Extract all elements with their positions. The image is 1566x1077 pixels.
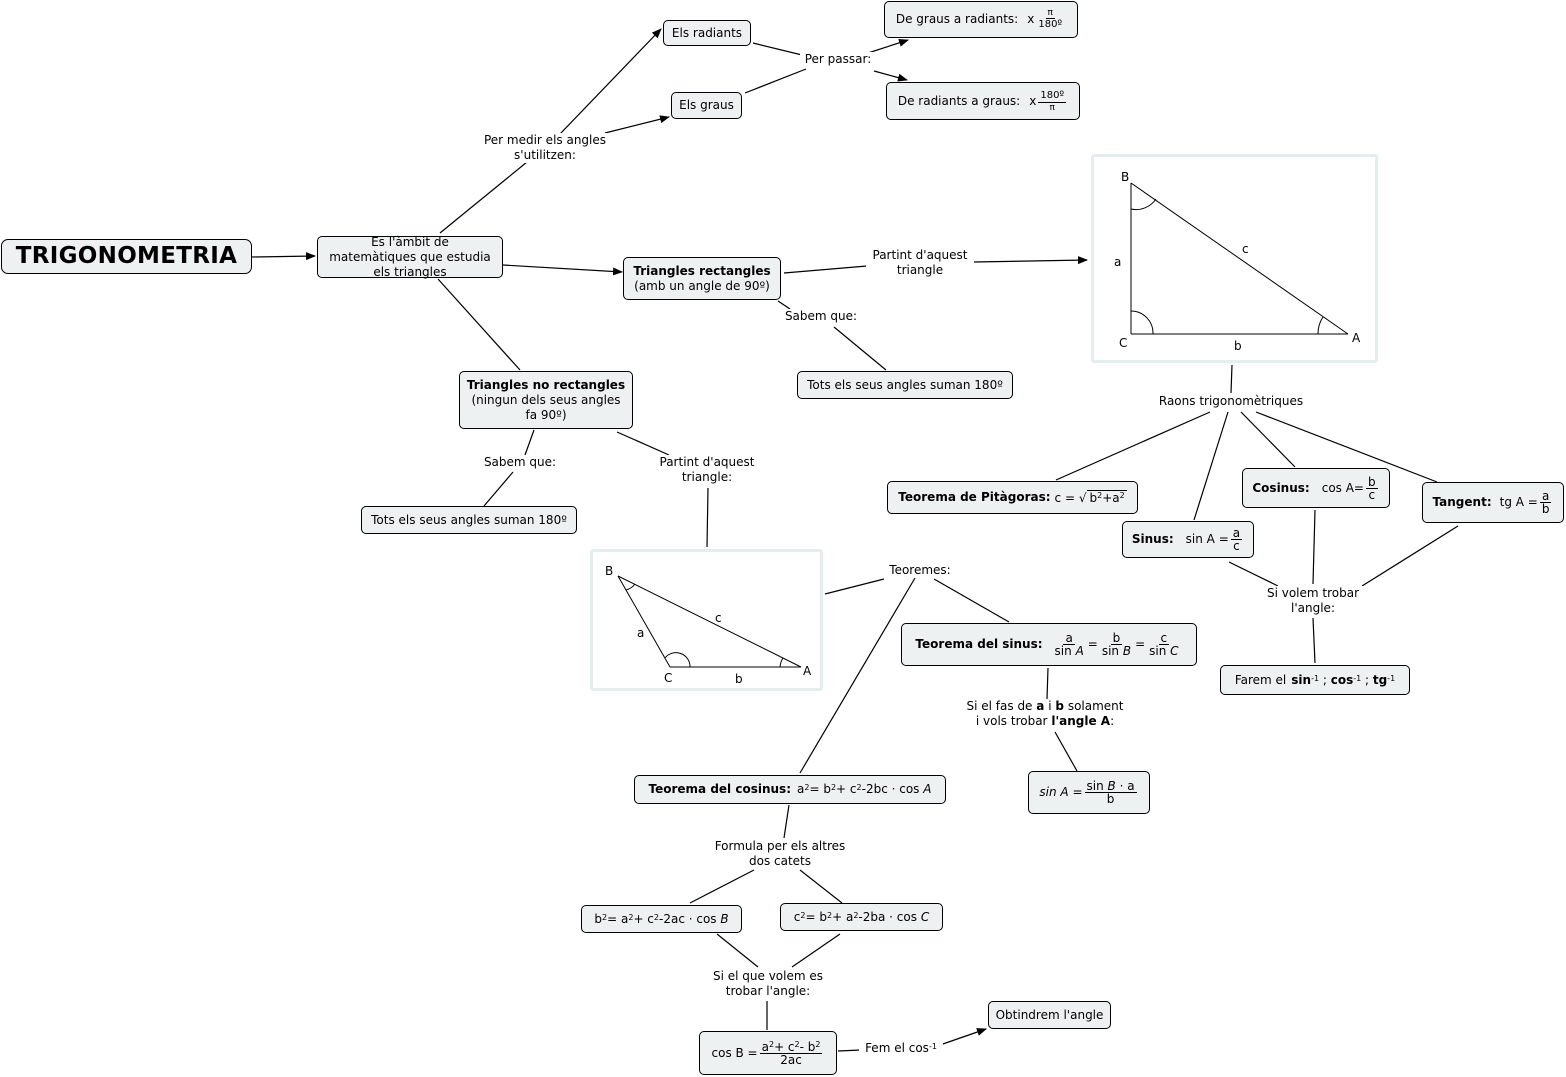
formula-c2: c2= b2+ a2-2ba · cos C bbox=[793, 909, 930, 924]
farem-node[interactable]: Farem el sin-1 ; cos-1 ; tg-1 bbox=[1220, 665, 1410, 695]
cosinus-title: Cosinus: bbox=[1252, 480, 1310, 495]
triangles-no-rectangles-node[interactable]: Triangles no rectangles (ningun dels seu… bbox=[459, 371, 633, 429]
sabem-rect-label: Sabem que: bbox=[781, 309, 861, 324]
graus-text: Els graus bbox=[679, 98, 734, 112]
partint-rect-label: Partint d'aquest triangle bbox=[866, 248, 974, 278]
pitagoras-formula: c = √b2+a2 bbox=[1054, 489, 1127, 505]
si-el-fas-line-1: Si el fas de a i b solament bbox=[966, 699, 1124, 713]
triangles-rectangles-node[interactable]: Triangles rectangles (amb un angle de 90… bbox=[623, 257, 781, 300]
teorema-sinus-title: Teorema del sinus: bbox=[915, 637, 1043, 651]
right-side-a: a bbox=[1114, 255, 1121, 269]
formula-b2-node[interactable]: b2= a2+ c2-2ac · cos B bbox=[581, 905, 742, 933]
si-volem-label: Si volem trobar l'angle: bbox=[1259, 586, 1367, 616]
oblique-side-c: c bbox=[715, 611, 722, 625]
teorema-cosinus-formula: a2= b2+ c2-2bc · cos A bbox=[797, 782, 932, 796]
graus-a-radiants-text: De graus a radiants: bbox=[895, 12, 1019, 26]
ambit-text: Es l'àmbit de matemàtiques que estudia e… bbox=[329, 234, 491, 279]
right-vertex-C: C bbox=[1119, 336, 1127, 350]
per-medir-label: Per medir els angles s'utilitzen: bbox=[478, 133, 612, 163]
teoremes-label: Teoremes: bbox=[883, 563, 957, 578]
oblique-vertex-C: C bbox=[664, 671, 672, 685]
teorema-cosinus-node[interactable]: Teorema del cosinus: a2= b2+ c2-2bc · co… bbox=[634, 775, 946, 804]
ambit-node[interactable]: Es l'àmbit de matemàtiques que estudia e… bbox=[317, 234, 503, 279]
right-triangle-figure: B C A a b c bbox=[1091, 154, 1378, 363]
rect-subtitle: (amb un angle de 90º) bbox=[634, 278, 770, 293]
obtindrem-node[interactable]: Obtindrem l'angle bbox=[988, 1001, 1111, 1029]
pitagoras-node[interactable]: Teorema de Pitàgoras: c = √b2+a2 bbox=[887, 481, 1138, 514]
pitagoras-title: Teorema de Pitàgoras: bbox=[898, 490, 1051, 504]
farem-text: Farem el bbox=[1234, 672, 1287, 687]
tangent-title: Tangent: bbox=[1432, 495, 1492, 509]
oblique-triangle-figure: B C A a b c bbox=[590, 549, 823, 691]
radiants-text: Els radiants bbox=[671, 25, 743, 40]
farem-functions: sin-1 ; cos-1 ; tg-1 bbox=[1291, 672, 1396, 687]
rect-title: Triangles rectangles bbox=[633, 263, 771, 278]
norect-title: Triangles no rectangles bbox=[466, 377, 626, 392]
obtindrem-text: Obtindrem l'angle bbox=[995, 1007, 1104, 1022]
per-passar-label: Per passar: bbox=[800, 52, 876, 67]
norect-angles-sum-node[interactable]: Tots els seus angles suman 180º bbox=[361, 506, 577, 534]
fem-el-label: Fem el cos-1 bbox=[859, 1041, 943, 1056]
formula-c2-node[interactable]: c2= b2+ a2-2ba · cos C bbox=[780, 903, 943, 931]
sabem-norect-label: Sabem que: bbox=[480, 455, 560, 470]
oblique-triangle-drawing: B C A a b c bbox=[605, 564, 812, 686]
sinus-title: Sinus: bbox=[1131, 532, 1174, 546]
radiants-node[interactable]: Els radiants bbox=[663, 20, 751, 46]
partint-norect-label: Partint d'aquest triangle: bbox=[654, 455, 760, 485]
oblique-side-a: a bbox=[637, 626, 644, 640]
si-el-fas-label: Si el fas de a i b solament i vols troba… bbox=[961, 699, 1129, 729]
formula-b2: b2= a2+ c2-2ac · cos B bbox=[594, 911, 729, 926]
right-vertex-A: A bbox=[1352, 331, 1361, 345]
rect-angles-sum-text: Tots els seus angles suman 180º bbox=[807, 377, 1003, 392]
oblique-vertex-A: A bbox=[803, 664, 812, 678]
norect-subtitle-1: (ningun dels seus angles bbox=[471, 392, 621, 407]
formula-altres-label: Formula per els altres dos catets bbox=[706, 839, 854, 869]
radiants-a-graus-text: De radiants a graus: bbox=[897, 93, 1021, 108]
trigonometria-root[interactable]: TRIGONOMETRIA bbox=[1, 239, 252, 274]
teorema-cosinus-title: Teorema del cosinus: bbox=[648, 782, 791, 796]
graus-node[interactable]: Els graus bbox=[671, 92, 742, 119]
si-el-fas-line-2: i vols trobar l'angle A: bbox=[975, 714, 1115, 728]
oblique-vertex-B: B bbox=[605, 564, 613, 578]
right-side-b: b bbox=[1234, 339, 1242, 353]
root-title: TRIGONOMETRIA bbox=[15, 243, 238, 269]
norect-angles-sum-text: Tots els seus angles suman 180º bbox=[371, 512, 567, 527]
oblique-side-b: b bbox=[735, 672, 743, 686]
raons-label: Raons trigonomètriques bbox=[1154, 394, 1308, 409]
right-triangle-drawing: B C A a b c bbox=[1114, 170, 1361, 353]
right-side-c: c bbox=[1242, 242, 1249, 256]
right-vertex-B: B bbox=[1121, 170, 1129, 184]
norect-subtitle-2: fa 90º) bbox=[525, 407, 567, 422]
rect-angles-sum-node[interactable]: Tots els seus angles suman 180º bbox=[797, 371, 1013, 399]
si-el-que-label: Si el que volem es trobar l'angle: bbox=[706, 969, 830, 999]
